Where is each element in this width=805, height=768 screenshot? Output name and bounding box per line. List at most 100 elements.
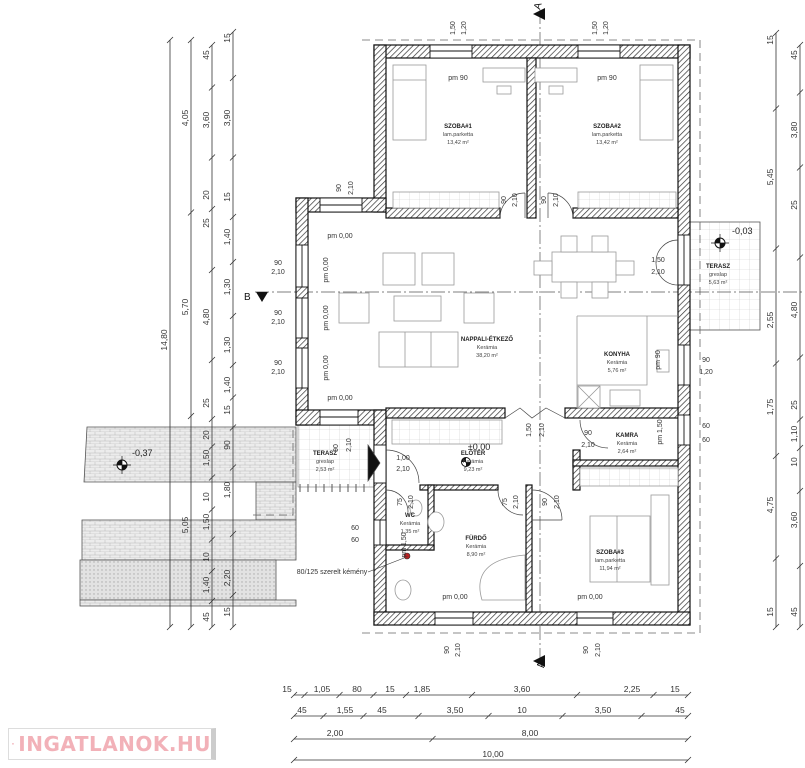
dimension-tick <box>360 712 367 720</box>
dimension-label: 5,05 <box>180 516 190 533</box>
dimension-label: 10 <box>201 492 211 502</box>
room-name: SZOBA#3 <box>596 550 624 556</box>
plan-annotation: 90 <box>274 360 282 367</box>
room-area: 1,35 m² <box>401 529 420 535</box>
room-floor-material: lam.parketta <box>443 132 474 138</box>
dimension-label: 1,75 <box>765 398 775 415</box>
plan-annotation: 60 <box>351 525 359 532</box>
dimension-tick <box>796 623 804 631</box>
plan-annotation: 2,10 <box>595 643 602 657</box>
dimension-label: 15 <box>765 35 775 45</box>
plan-annotation: 2,10 <box>346 438 353 452</box>
plan-annotation: 60 <box>702 437 710 444</box>
dimension-label: 1,55 <box>337 705 354 715</box>
plan-annotation: 2,10 <box>651 269 665 276</box>
section-arrow-icon <box>533 655 545 667</box>
dimension-tick <box>796 354 804 361</box>
plan-annotation: pm 90 <box>655 350 662 370</box>
dimension-tick <box>772 452 780 460</box>
dimension-tick <box>796 444 804 452</box>
room-name: SZOBA#2 <box>593 124 621 130</box>
dimension-label: 10,00 <box>482 749 504 759</box>
dimension-tick <box>208 205 216 213</box>
room-name: WC <box>405 513 416 519</box>
dimension-label: 14,80 <box>159 329 169 351</box>
section-arrow-icon <box>256 292 268 302</box>
plan-annotation: 90 <box>274 260 282 267</box>
dimension-tick <box>485 712 492 720</box>
dimension-label: 10 <box>517 705 527 715</box>
dimension-tick <box>229 424 237 431</box>
plan-annotation: 2,10 <box>513 495 520 509</box>
plan-annotation: 90 <box>333 444 340 452</box>
dimension-tick <box>638 712 645 720</box>
dimension-label: 45 <box>675 705 685 715</box>
level-label: -0,03 <box>732 226 753 236</box>
dimension-tick <box>208 536 216 543</box>
dimension-label: 15 <box>765 607 775 617</box>
plan-annotation: 75 <box>502 498 509 506</box>
plan-annotation: 90 <box>584 430 592 437</box>
dimension-tick <box>772 245 780 252</box>
dimension-tick <box>336 691 343 699</box>
dimension-tick <box>229 28 237 36</box>
plan-annotation: pm 0,00 <box>327 395 352 402</box>
dimension-tick <box>772 360 780 367</box>
plan-annotation: 1,50 <box>526 423 533 437</box>
entry-steps <box>299 484 365 492</box>
plan-annotation: 2,10 <box>271 319 285 326</box>
dimension-label: 45 <box>201 612 211 622</box>
dimension-tick <box>684 712 692 720</box>
dimension-label: 4,80 <box>201 308 211 325</box>
dimension-tick <box>229 464 237 471</box>
furniture <box>338 64 679 601</box>
dimension-tick <box>208 41 216 49</box>
plan-annotation: 1,00 <box>396 455 410 462</box>
dimension-label: 5,70 <box>180 298 190 315</box>
dimension-label: 45 <box>377 705 387 715</box>
plan-annotation: 2,10 <box>554 495 561 509</box>
dimension-tick <box>772 555 780 562</box>
dimension-tick <box>229 530 237 538</box>
room-name: KAMRA <box>616 433 639 439</box>
room-floor-material: lam.parketta <box>595 558 626 564</box>
dimension-tick <box>301 691 308 699</box>
level-marker-icon <box>711 234 729 252</box>
dimension-tick <box>684 756 692 764</box>
dimension-label: 10 <box>201 552 211 562</box>
dimension-chains: 14,804,055,705,05453,6020254,8025201,501… <box>159 28 804 764</box>
plan-annotation: 2,10 <box>553 193 560 207</box>
room-name: NAPPALI-ÉTKEZŐ <box>461 335 514 343</box>
dimension-tick <box>208 506 216 513</box>
door-swings <box>367 192 679 521</box>
room-area: 11,94 m² <box>599 566 620 572</box>
plan-annotation: 1,20 <box>603 21 610 35</box>
room-name: TERASZ <box>313 451 337 457</box>
dimension-tick <box>187 623 195 631</box>
room-floor-material: lam.parketta <box>592 132 623 138</box>
plan-annotation: 90 <box>444 646 451 654</box>
terrace-right-paving <box>689 221 761 331</box>
dimension-label: 4,80 <box>789 301 799 318</box>
dimension-label: 4,05 <box>180 109 190 126</box>
dimension-label: 2,00 <box>327 728 344 738</box>
dimension-label: 3,90 <box>222 109 232 126</box>
plan-annotation: 1,50 <box>592 21 599 35</box>
dimension-label: 1,50 <box>201 513 211 530</box>
windows <box>295 44 691 626</box>
room-name: KONYHA <box>604 352 631 358</box>
dimension-tick <box>402 691 410 699</box>
section-axes <box>255 10 805 660</box>
dimension-label: 80 <box>352 684 362 694</box>
watermark-text: INGATLANOK.HU <box>18 732 211 756</box>
plan-annotation: 90 <box>274 310 282 317</box>
plan-annotation: pm 0,00 <box>323 305 330 330</box>
dimension-label: 15 <box>222 607 232 617</box>
plan-annotation: 90 <box>702 357 710 364</box>
level-marker-icon <box>461 457 471 467</box>
